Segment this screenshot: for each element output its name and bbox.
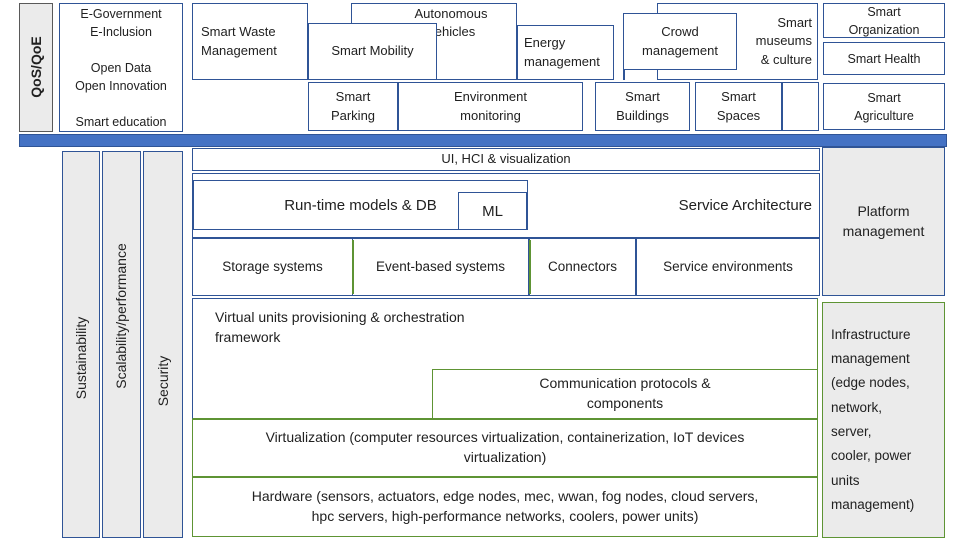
cell-connectors: Connectors bbox=[529, 238, 636, 296]
security-label: Security bbox=[155, 355, 171, 407]
box-energy-management: Energy management bbox=[517, 25, 614, 80]
box-crowd-management: Crowd management bbox=[623, 13, 737, 70]
strip-scalability-performance bbox=[102, 151, 141, 538]
strip-sustainability bbox=[62, 151, 100, 538]
box-smart-agriculture: Smart Agriculture bbox=[823, 83, 945, 130]
service-architecture-label: Service Architecture bbox=[678, 197, 812, 214]
separator-bar bbox=[19, 134, 947, 147]
row-hardware: Hardware (sensors, actuators, edge nodes… bbox=[192, 477, 818, 537]
box-smart-organization: Smart Organization bbox=[823, 3, 945, 38]
box-smart-spaces: Smart Spaces bbox=[695, 82, 782, 131]
row-ui-hci-visualization: UI, HCI & visualization bbox=[192, 148, 820, 171]
box-smart-health: Smart Health bbox=[823, 42, 945, 75]
box-environment-monitoring: Environment monitoring bbox=[398, 82, 583, 131]
box-infrastructure-management: Infrastructure management (edge nodes, n… bbox=[822, 302, 945, 538]
cell-service-environments: Service environments bbox=[636, 238, 820, 296]
box-smart-waste-management: Smart Waste Management bbox=[192, 3, 308, 80]
sustainability-label: Sustainability bbox=[73, 316, 89, 400]
qos-qoe-box bbox=[19, 3, 53, 132]
egov-panel: E-Government E-Inclusion Open Data Open … bbox=[59, 3, 183, 132]
green-divider-event-connectors bbox=[528, 240, 531, 294]
box-smart-parking: Smart Parking bbox=[308, 82, 398, 131]
cell-storage-systems: Storage systems bbox=[192, 238, 353, 296]
box-smart-buildings: Smart Buildings bbox=[595, 82, 690, 131]
box-smart-mobility: Smart Mobility bbox=[308, 23, 437, 80]
box-platform-management: Platform management bbox=[822, 147, 945, 296]
scalability-performance-label: Scalability/performance bbox=[113, 243, 129, 389]
empty-application-cell bbox=[782, 82, 819, 131]
crowd-box-connector-line bbox=[623, 69, 625, 80]
box-communication-protocols: Communication protocols & components bbox=[432, 369, 818, 419]
cell-event-based-systems: Event-based systems bbox=[352, 238, 529, 296]
box-ml: ML bbox=[458, 192, 527, 230]
strip-security bbox=[143, 151, 183, 538]
green-divider-storage-event bbox=[351, 240, 354, 294]
row-virtualization: Virtualization (computer resources virtu… bbox=[192, 419, 818, 477]
autonomous-vehicles-label: Autonomous Vehicles bbox=[414, 6, 488, 40]
qos-qoe-label: QoS/QoE bbox=[28, 36, 44, 98]
